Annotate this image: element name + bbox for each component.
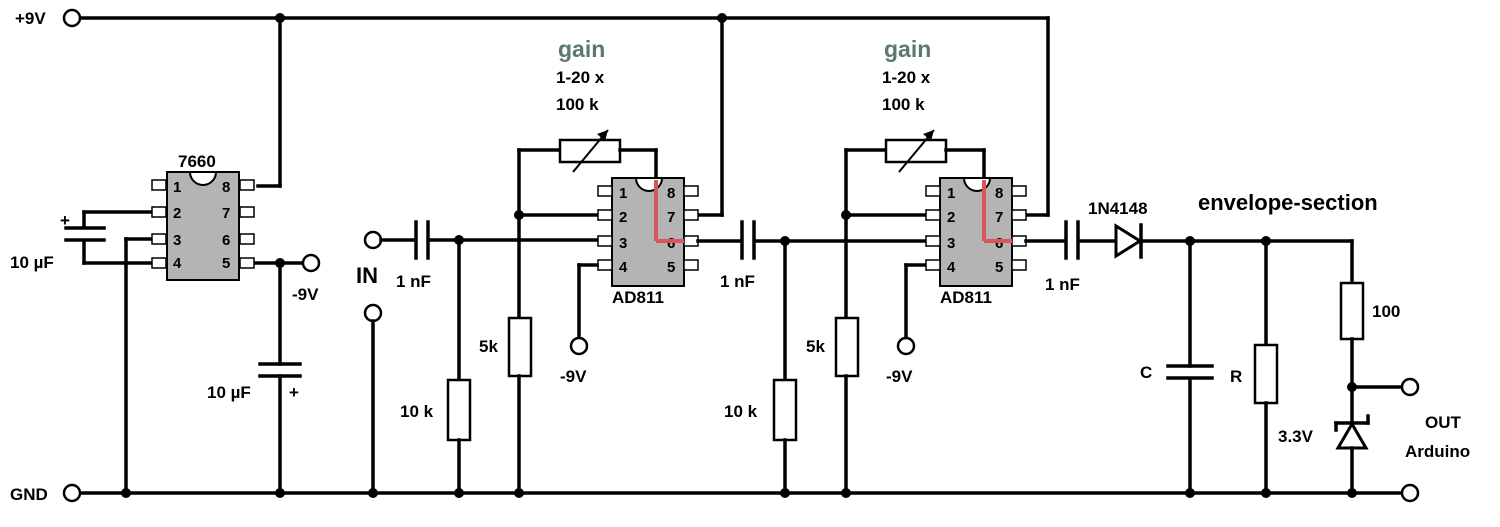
stage2-pot-value: 100 k bbox=[882, 95, 925, 114]
stage2-gain-title: gain bbox=[884, 36, 931, 62]
stage1-gain-title: gain bbox=[558, 36, 605, 62]
converter-pin-8: 8 bbox=[222, 179, 230, 196]
stage1-bias-res: 10 k bbox=[400, 402, 434, 421]
stage2-chip bbox=[939, 177, 1013, 287]
input-terminal[interactable] bbox=[363, 230, 383, 250]
stage1-pin-3: 3 bbox=[619, 235, 627, 252]
converter-pin-1: 1 bbox=[173, 179, 181, 196]
input-ground-terminal[interactable] bbox=[363, 303, 383, 323]
input-section: IN bbox=[356, 230, 383, 495]
supply-rail bbox=[78, 13, 1050, 217]
output-terminal[interactable] bbox=[1400, 377, 1420, 397]
converter-pin-2: 2 bbox=[173, 205, 181, 222]
stage1-gain-range: 1-20 x bbox=[556, 68, 605, 87]
converter-cap-bottom-plus: + bbox=[289, 383, 299, 402]
converter-neg-label: -9V bbox=[292, 285, 319, 304]
stage1-fb-res: 5k bbox=[479, 337, 498, 356]
converter-pin-4: 4 bbox=[173, 255, 182, 272]
converter-cap-top-value: 10 µF bbox=[10, 253, 54, 272]
converter-pin-7: 7 bbox=[222, 205, 230, 222]
envelope-section: envelope-section 1 nF 1N4148 C R 100 bbox=[1024, 190, 1470, 503]
stage2-pin-5: 5 bbox=[995, 259, 1003, 276]
stage2-pin-4: 4 bbox=[947, 259, 956, 276]
stage1-pin-7: 7 bbox=[667, 209, 675, 226]
stage1-chip bbox=[611, 177, 685, 287]
envelope-diode: 1N4148 bbox=[1088, 199, 1148, 218]
stage1-neg-label: -9V bbox=[560, 367, 587, 386]
ground-label: GND bbox=[10, 485, 48, 504]
ground-rail bbox=[78, 488, 1402, 498]
envelope-title: envelope-section bbox=[1198, 190, 1378, 215]
supply-terminal[interactable] bbox=[62, 8, 82, 28]
envelope-series-res: 100 bbox=[1372, 302, 1400, 321]
input-label: IN bbox=[356, 263, 378, 288]
converter-name: 7660 bbox=[178, 152, 216, 171]
envelope-cap: C bbox=[1140, 363, 1152, 382]
converter-pin-5: 5 bbox=[222, 255, 230, 272]
supply-label: +9V bbox=[15, 9, 46, 28]
stage1-pin-5: 5 bbox=[667, 259, 675, 276]
converter-section: 7660 1 2 3 4 8 7 6 5 + 10 µF -9V bbox=[10, 152, 321, 495]
stage2-pin-7: 7 bbox=[995, 209, 1003, 226]
stage1-neg-terminal[interactable] bbox=[569, 336, 589, 356]
converter-cap-bottom-value: 10 µF bbox=[207, 383, 251, 402]
stage2-pin-6: 6 bbox=[995, 235, 1003, 252]
stage2-pin-8: 8 bbox=[995, 185, 1003, 202]
stage1-pin-1: 1 bbox=[619, 185, 627, 202]
stage2-pin-2: 2 bbox=[947, 209, 955, 226]
converter-neg-terminal[interactable] bbox=[301, 253, 321, 273]
ground-terminal[interactable] bbox=[62, 483, 82, 503]
stage2-input-cap: 1 nF bbox=[720, 272, 755, 291]
envelope-res: R bbox=[1230, 367, 1242, 386]
converter-chip bbox=[166, 171, 240, 281]
stage1-pot-value: 100 k bbox=[556, 95, 599, 114]
amp-stage-2: 1 nF 10 k 5k gain 1-20 x 100 k 1 bbox=[696, 36, 1027, 495]
stage2-fb-res: 5k bbox=[806, 337, 825, 356]
stage2-bias-res: 10 k bbox=[724, 402, 758, 421]
converter-pin-6: 6 bbox=[222, 232, 230, 249]
stage1-pin-6: 6 bbox=[667, 235, 675, 252]
converter-pin-3: 3 bbox=[173, 232, 181, 249]
stage1-pin-4: 4 bbox=[619, 259, 628, 276]
stage2-neg-terminal[interactable] bbox=[896, 336, 916, 356]
converter-cap-top-plus: + bbox=[60, 211, 70, 230]
envelope-zener: 3.3V bbox=[1278, 427, 1314, 446]
stage2-pin-3: 3 bbox=[947, 235, 955, 252]
output-destination: Arduino bbox=[1405, 442, 1470, 461]
envelope-coupling-cap: 1 nF bbox=[1045, 275, 1080, 294]
stage1-pin-8: 8 bbox=[667, 185, 675, 202]
amp-stage-1: 1 nF 10 k 5k gain 1-20 x 100 k 1 bbox=[379, 36, 699, 495]
stage1-pin-2: 2 bbox=[619, 209, 627, 226]
stage2-pin-1: 1 bbox=[947, 185, 955, 202]
stage2-chip-name: AD811 bbox=[940, 288, 992, 307]
stage1-input-cap: 1 nF bbox=[396, 272, 431, 291]
output-label: OUT bbox=[1425, 413, 1462, 432]
stage2-neg-label: -9V bbox=[886, 367, 913, 386]
stage1-chip-name: AD811 bbox=[612, 288, 664, 307]
output-ground-terminal[interactable] bbox=[1400, 483, 1420, 503]
stage2-gain-range: 1-20 x bbox=[882, 68, 931, 87]
